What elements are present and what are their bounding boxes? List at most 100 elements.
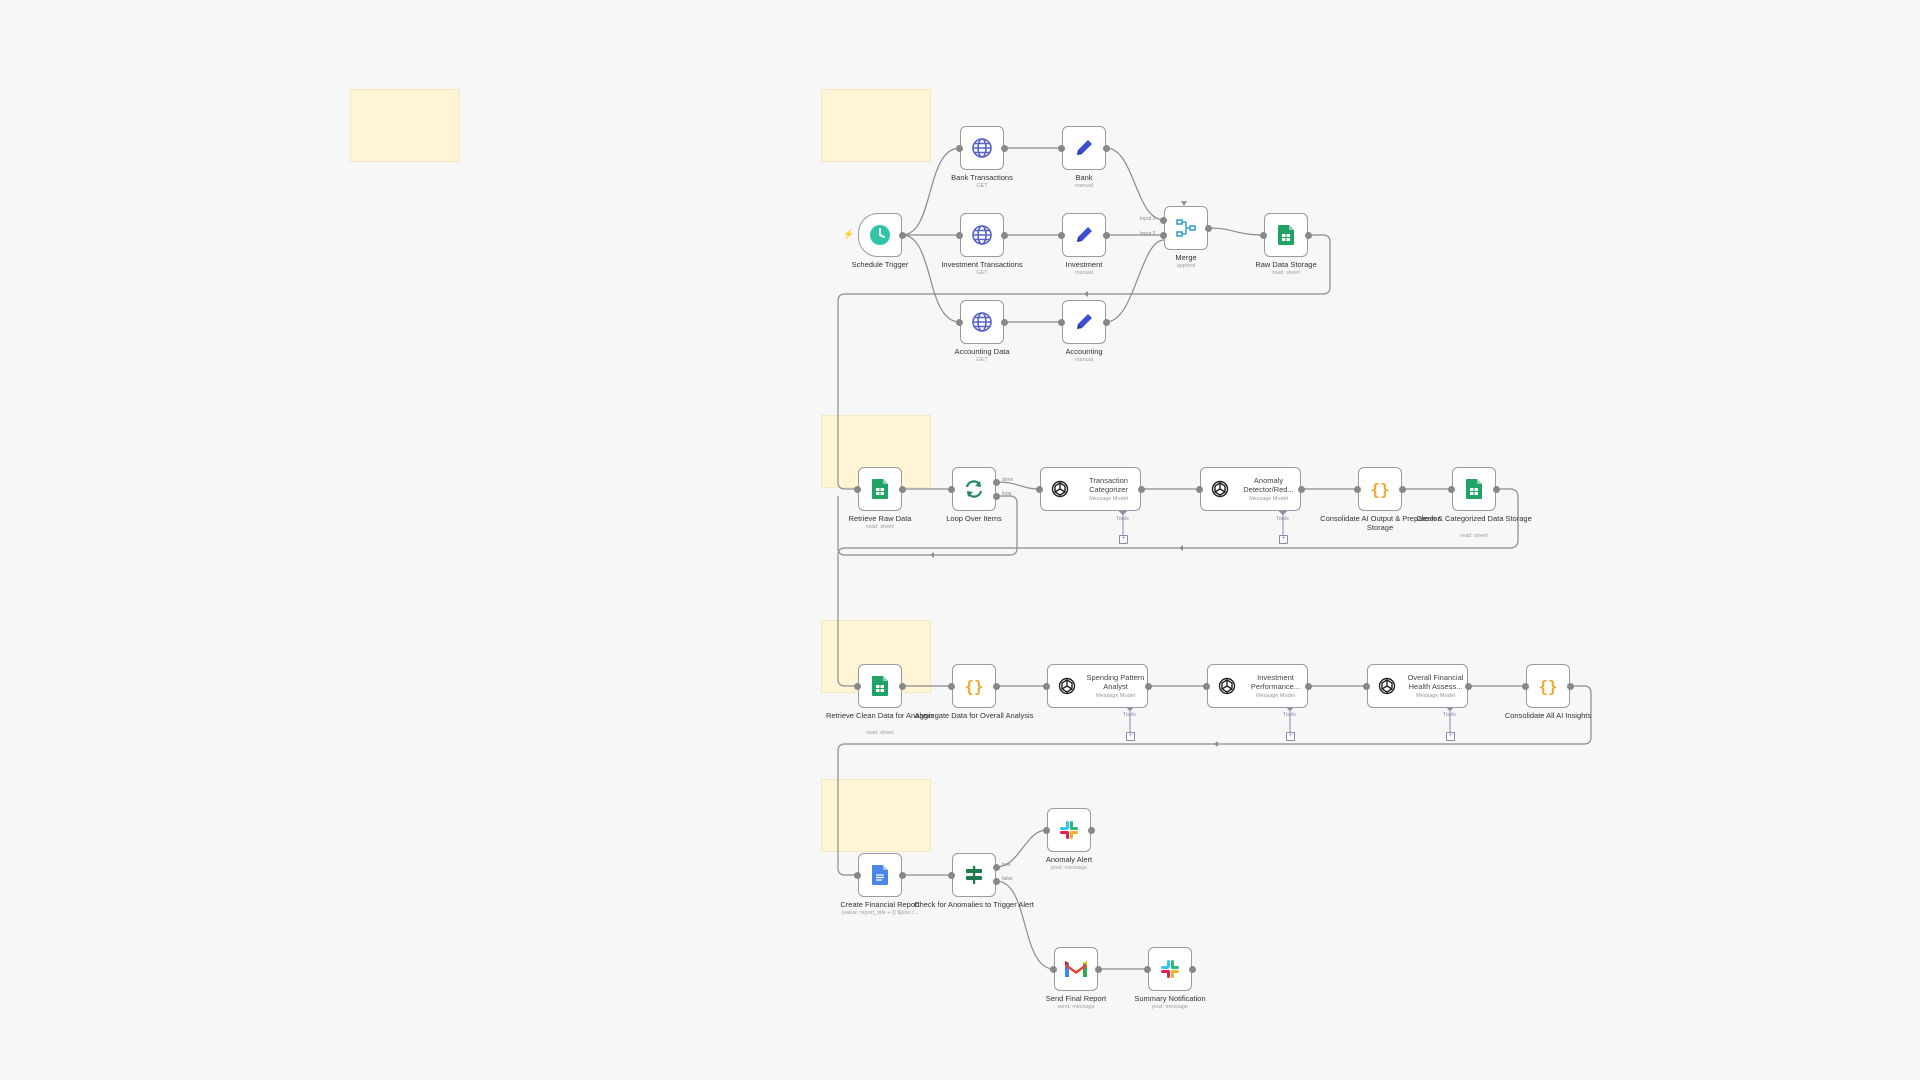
node-raw-data-storage[interactable] [1264, 213, 1308, 257]
node-consolidate-all-ai[interactable]: {} [1526, 664, 1570, 708]
sticky-note[interactable] [350, 89, 460, 162]
node-overall-financial-health[interactable]: Overall Financial Health Assess... Messa… [1367, 664, 1468, 708]
input-port[interactable] [1144, 966, 1151, 973]
input-port[interactable] [1203, 683, 1210, 690]
sticky-note[interactable] [821, 89, 931, 162]
input-port[interactable] [1363, 683, 1370, 690]
add-tool-button[interactable]: + [1446, 732, 1455, 741]
node-subtitle: send: message [1057, 1004, 1095, 1010]
output-port[interactable] [1298, 486, 1305, 493]
input-port[interactable] [948, 872, 955, 879]
node-label: Consolidate All AI Insights [1504, 711, 1592, 720]
node-accounting-data[interactable] [960, 300, 1004, 344]
input-port[interactable] [1448, 486, 1455, 493]
node-bank[interactable] [1062, 126, 1106, 170]
output-port[interactable] [1103, 145, 1110, 152]
input-port[interactable] [1260, 232, 1267, 239]
node-accounting[interactable] [1062, 300, 1106, 344]
node-label: Schedule Trigger [851, 260, 909, 269]
node-investment-transactions[interactable] [960, 213, 1004, 257]
output-port[interactable] [1145, 683, 1152, 690]
output-port[interactable] [1305, 232, 1312, 239]
output-port[interactable] [1095, 966, 1102, 973]
input-port[interactable] [1522, 683, 1529, 690]
output-port[interactable] [1001, 232, 1008, 239]
input-port[interactable] [1160, 217, 1167, 224]
input-port[interactable] [956, 319, 963, 326]
output-port[interactable] [1138, 486, 1145, 493]
node-schedule-trigger[interactable] [858, 213, 902, 257]
input-port[interactable] [1043, 683, 1050, 690]
node-summary-notification[interactable] [1148, 947, 1192, 991]
input-port[interactable] [854, 872, 861, 879]
input-port[interactable] [948, 683, 955, 690]
input-port[interactable] [948, 486, 955, 493]
output-port[interactable] [1567, 683, 1574, 690]
output-port[interactable] [1189, 966, 1196, 973]
pencil-icon [1073, 311, 1095, 333]
add-tool-button[interactable]: + [1279, 535, 1288, 544]
node-retrieve-clean-data[interactable] [858, 664, 902, 708]
output-port[interactable] [1001, 319, 1008, 326]
input-port[interactable] [1354, 486, 1361, 493]
input-port[interactable] [1058, 319, 1065, 326]
node-anomaly-detector[interactable]: Anomaly Detector/Red... Message Model [1200, 467, 1301, 511]
node-investment[interactable] [1062, 213, 1106, 257]
add-tool-button[interactable]: + [1286, 732, 1295, 741]
node-label: Send Final Report [1045, 994, 1107, 1003]
output-port[interactable] [1493, 486, 1500, 493]
output-port[interactable] [1205, 225, 1212, 232]
node-consolidate-ai-output[interactable]: {} [1358, 467, 1402, 511]
input-port[interactable] [956, 232, 963, 239]
node-retrieve-raw-data[interactable] [858, 467, 902, 511]
input-port[interactable] [956, 145, 963, 152]
node-spending-pattern-analyst[interactable]: Spending Pattern Analyst Message Model [1047, 664, 1148, 708]
node-clean-categorized-storage[interactable] [1452, 467, 1496, 511]
input-port[interactable] [1058, 145, 1065, 152]
output-port[interactable] [899, 683, 906, 690]
output-port[interactable] [1001, 145, 1008, 152]
merge-input1-label: Input 1 [1140, 216, 1156, 222]
output-port[interactable] [899, 232, 906, 239]
node-merge[interactable] [1164, 206, 1208, 250]
input-port[interactable] [1196, 486, 1203, 493]
node-subtitle: {value: report_title + {{ $json.r... [841, 910, 919, 916]
if-false-label: false [1002, 876, 1013, 882]
code-icon: {} [1538, 676, 1558, 696]
input-port[interactable] [854, 486, 861, 493]
node-aggregate-data[interactable]: {} [952, 664, 996, 708]
node-send-final-report[interactable] [1054, 947, 1098, 991]
output-port-loop[interactable] [993, 493, 1000, 500]
input-port[interactable] [1036, 486, 1043, 493]
output-port[interactable] [1399, 486, 1406, 493]
input-port[interactable] [1058, 232, 1065, 239]
add-tool-button[interactable]: + [1126, 732, 1135, 741]
output-port[interactable] [899, 486, 906, 493]
output-port[interactable] [1465, 683, 1472, 690]
output-port-false[interactable] [993, 878, 1000, 885]
output-port[interactable] [1088, 827, 1095, 834]
node-investment-performance[interactable]: Investment Performance... Message Model [1207, 664, 1308, 708]
node-check-anomalies[interactable] [952, 853, 996, 897]
output-port[interactable] [993, 683, 1000, 690]
output-port[interactable] [1305, 683, 1312, 690]
add-tool-button[interactable]: + [1119, 535, 1128, 544]
output-port[interactable] [899, 872, 906, 879]
output-port-true[interactable] [993, 864, 1000, 871]
sticky-note[interactable] [821, 779, 931, 852]
node-label: Bank Transactions [951, 173, 1013, 182]
node-loop-over-items[interactable] [952, 467, 996, 511]
output-port-done[interactable] [993, 479, 1000, 486]
input-port[interactable] [1043, 827, 1050, 834]
input-port[interactable] [854, 683, 861, 690]
output-port[interactable] [1103, 232, 1110, 239]
node-transaction-categorizer[interactable]: Transaction Categorizer Message Model [1040, 467, 1141, 511]
node-create-financial-report[interactable] [858, 853, 902, 897]
gmail-icon [1065, 961, 1087, 977]
input-port[interactable] [1050, 966, 1057, 973]
output-port[interactable] [1103, 319, 1110, 326]
node-bank-transactions[interactable] [960, 126, 1004, 170]
input-port[interactable] [1160, 232, 1167, 239]
node-anomaly-alert[interactable] [1047, 808, 1091, 852]
